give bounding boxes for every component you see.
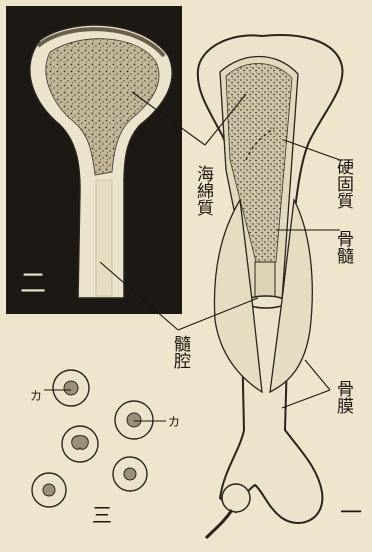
bone-head-bottom xyxy=(222,484,250,512)
cell-3-nucleus xyxy=(72,436,89,450)
label-bone-marrow: 骨髓 xyxy=(333,230,354,264)
cell-2-nucleus xyxy=(127,413,141,427)
cell-5-nucleus xyxy=(43,484,55,496)
label-cell-right: カ xyxy=(168,415,180,429)
cell-4-nucleus xyxy=(124,468,136,480)
label-periosteum: 骨膜 xyxy=(333,380,354,415)
bone-marrow xyxy=(255,262,275,300)
figure-one-number: 一 xyxy=(340,501,362,526)
attached-cord xyxy=(206,510,232,538)
leader-periosteum-1 xyxy=(305,360,330,390)
figure-two-number: 二 xyxy=(20,269,46,299)
cell-1-nucleus xyxy=(64,381,78,395)
label-cancellous-bone: 海綿質 xyxy=(193,165,214,216)
leader-periosteum-2 xyxy=(282,390,330,408)
figure-three-number: 三 xyxy=(92,503,112,527)
label-compact-bone: 硬固質 xyxy=(333,158,354,209)
label-marrow-cavity: 髓腔 xyxy=(170,335,191,370)
label-cell-left: カ xyxy=(30,389,42,403)
figure-two-panel xyxy=(6,6,182,314)
figure-one-bone xyxy=(198,35,343,538)
marrow-canal-section xyxy=(96,180,112,296)
